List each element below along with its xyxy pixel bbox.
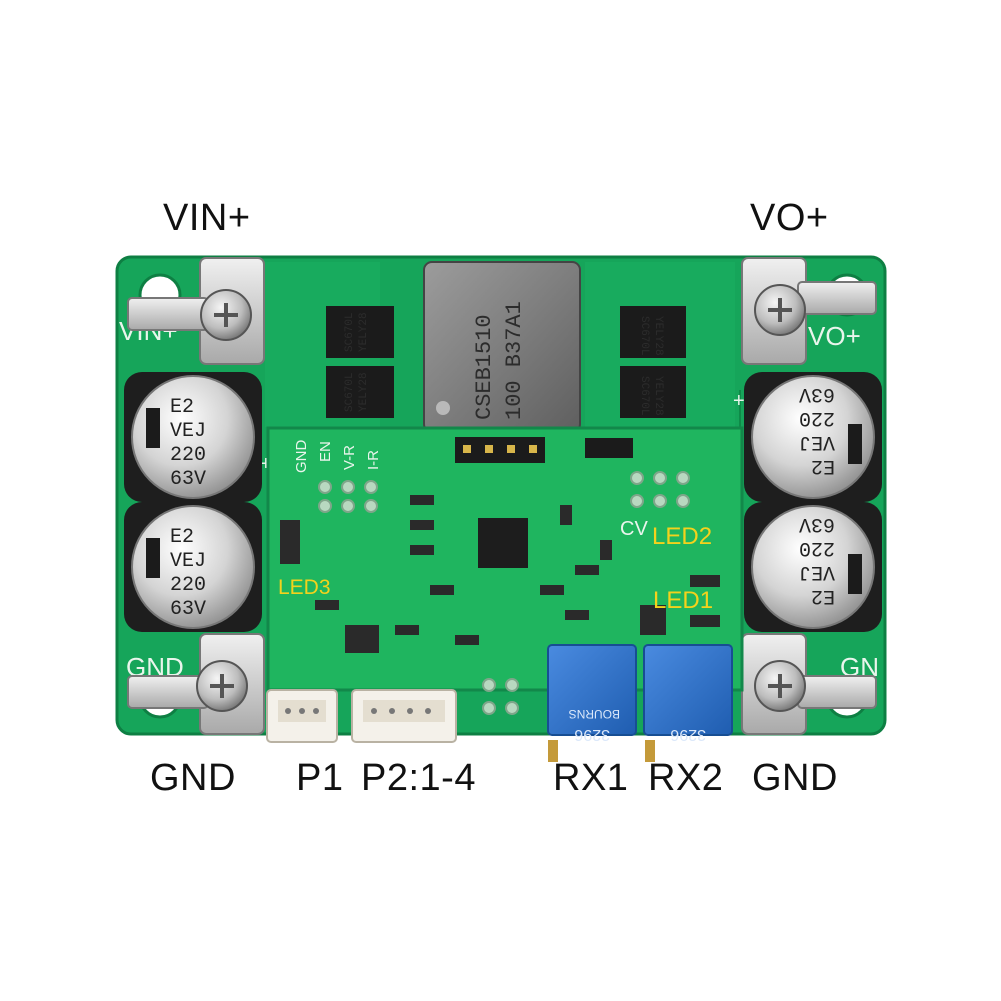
potentiometer-rx1: 3296 BOURNS bbox=[547, 644, 637, 762]
silk-plus-left: + bbox=[260, 453, 272, 475]
svg-text:63V: 63V bbox=[799, 512, 835, 535]
mosfet-chip: SC670L YELY28 bbox=[620, 366, 686, 418]
svg-text:SC670L: SC670L bbox=[344, 372, 356, 412]
screw-terminal-gnd-left bbox=[127, 633, 265, 735]
led2-label: LED2 bbox=[652, 523, 712, 550]
label-gnd-left: GND bbox=[150, 757, 236, 799]
silk-vo: VO+ bbox=[808, 321, 861, 351]
connector-p1 bbox=[266, 689, 338, 743]
svg-text:VEJ: VEJ bbox=[799, 560, 835, 583]
svg-text:E2: E2 bbox=[811, 584, 835, 607]
mosfet-chip: SC670L YELY28 bbox=[620, 306, 686, 358]
label-rx1: RX1 bbox=[553, 757, 629, 799]
svg-text:SC670L: SC670L bbox=[638, 376, 650, 416]
potentiometer-rx2: 3296 bbox=[643, 644, 733, 762]
svg-text:YELY28: YELY28 bbox=[358, 312, 370, 352]
electrolytic-capacitor: E2 VEJ 220 63V bbox=[744, 372, 882, 502]
silk-pin-vr: V-R bbox=[341, 445, 358, 470]
control-submodule: GND EN V-R I-R bbox=[266, 426, 744, 715]
silk-pin-gnd: GND bbox=[293, 440, 310, 474]
mosfet-chip: SC670L YELY28 bbox=[326, 306, 394, 358]
mosfet-chip: SC670L YELY28 bbox=[326, 366, 394, 418]
silk-plus-right: + bbox=[733, 390, 745, 412]
pin-header bbox=[455, 437, 545, 463]
svg-text:BOURNS: BOURNS bbox=[569, 707, 620, 721]
silk-pin-ir: I-R bbox=[365, 450, 382, 470]
power-inductor: CSEB1510 100 B37A1 bbox=[423, 261, 581, 433]
inductor-marking-2: 100 B37A1 bbox=[502, 301, 527, 420]
svg-text:3296: 3296 bbox=[670, 726, 706, 743]
screw-terminal-vo bbox=[741, 257, 877, 365]
label-vin-plus: VIN+ bbox=[163, 197, 251, 239]
electrolytic-capacitor: E2 VEJ 220 63V bbox=[124, 372, 262, 502]
label-p2: P2:1-4 bbox=[361, 757, 476, 799]
svg-text:YELY28: YELY28 bbox=[358, 372, 370, 412]
svg-text:63V: 63V bbox=[170, 468, 206, 491]
svg-text:VEJ: VEJ bbox=[799, 430, 835, 453]
svg-text:3296: 3296 bbox=[574, 726, 610, 743]
label-vo-plus: VO+ bbox=[750, 197, 829, 239]
svg-text:YELY28: YELY28 bbox=[652, 316, 664, 356]
inductor-marking-1: CSEB1510 bbox=[472, 314, 497, 420]
label-rx2: RX2 bbox=[648, 757, 724, 799]
connector-p2 bbox=[351, 689, 457, 743]
label-gnd-right: GND bbox=[752, 757, 838, 799]
screw-terminal-gnd-right bbox=[741, 633, 877, 735]
electrolytic-capacitor: E2 VEJ 220 63V bbox=[124, 502, 262, 632]
svg-text:220: 220 bbox=[170, 574, 206, 597]
svg-text:VEJ: VEJ bbox=[170, 420, 206, 443]
label-p1: P1 bbox=[296, 757, 344, 799]
svg-text:E2: E2 bbox=[811, 454, 835, 477]
svg-text:220: 220 bbox=[170, 444, 206, 467]
silk-pin-en: EN bbox=[317, 441, 334, 462]
svg-text:63V: 63V bbox=[799, 382, 835, 405]
svg-text:SC670L: SC670L bbox=[638, 316, 650, 356]
screw-terminal-vin bbox=[127, 257, 265, 365]
svg-text:E2: E2 bbox=[170, 396, 194, 419]
electrolytic-capacitor: E2 VEJ 220 63V bbox=[744, 502, 882, 632]
svg-text:220: 220 bbox=[799, 406, 835, 429]
svg-text:VEJ: VEJ bbox=[170, 550, 206, 573]
svg-text:63V: 63V bbox=[170, 598, 206, 621]
svg-text:YELY28: YELY28 bbox=[652, 376, 664, 416]
led3-label: LED3 bbox=[278, 576, 331, 599]
svg-text:E2: E2 bbox=[170, 526, 194, 549]
svg-text:220: 220 bbox=[799, 536, 835, 559]
led1-label: LED1 bbox=[653, 587, 713, 614]
silk-cv: CV bbox=[620, 518, 648, 540]
svg-text:SC670L: SC670L bbox=[344, 312, 356, 352]
controller-ic bbox=[478, 518, 528, 568]
